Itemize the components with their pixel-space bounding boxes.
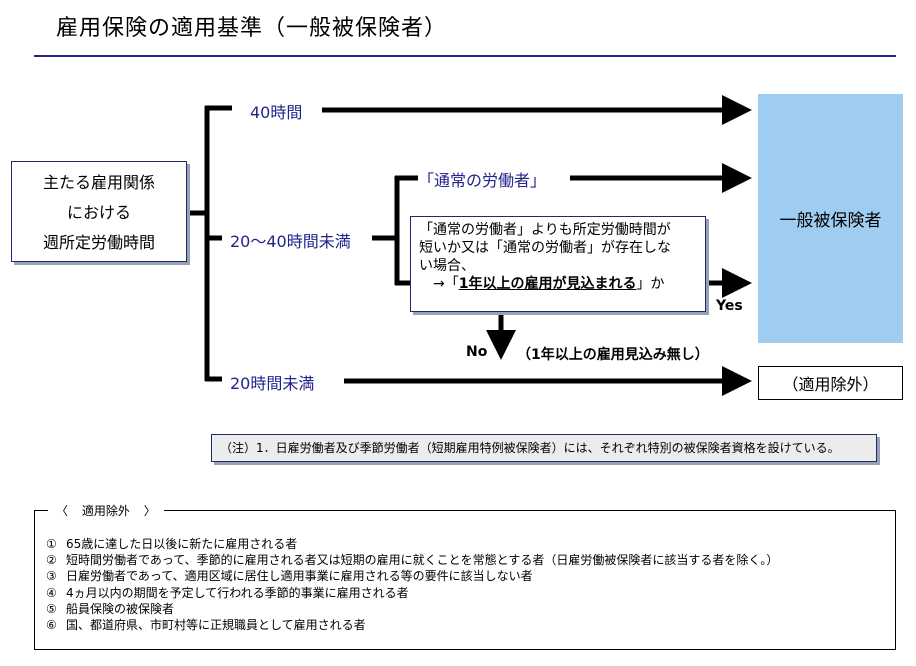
- condition-line2: 短いか又は「通常の労働者」が存在しな: [419, 240, 671, 256]
- main-box-line1: 主たる雇用関係: [42, 173, 155, 192]
- regular-worker-label: 「通常の労働者」: [418, 171, 547, 190]
- note-box: （注）1．日雇労働者及び季節労働者（短期雇用特例被保険者）には、それぞれ特別の被…: [211, 434, 877, 462]
- heading-bracket-right: 〉: [143, 504, 156, 518]
- weekly-hours-box: 主たる雇用関係 における 週所定労働時間: [11, 161, 187, 262]
- general-insured-box: 一般被保険者: [758, 94, 903, 343]
- branch-40-label: 40時間: [250, 103, 303, 122]
- condition-box: 「通常の労働者」よりも所定労働時間が 短いか又は「通常の労働者」が存在しな い場…: [410, 216, 706, 312]
- heading-bracket-left: 〈: [56, 504, 69, 518]
- condition-line4-prefix: →「: [433, 276, 459, 292]
- condition-line3: い場合、: [419, 258, 475, 274]
- main-box-line3: 週所定労働時間: [42, 233, 155, 252]
- branch-20-label: 20時間未満: [230, 374, 315, 393]
- yes-label: Yes: [716, 298, 743, 314]
- condition-line4-suffix: 」か: [636, 276, 665, 292]
- excluded-box: （適用除外）: [758, 366, 903, 400]
- main-box-line2: における: [66, 203, 131, 222]
- page-title: 雇用保険の適用基準（一般被保険者）: [56, 16, 448, 41]
- exclusions-heading-text: 適用除外: [81, 504, 130, 518]
- no-detail-label: （1年以上の雇用見込み無し）: [517, 347, 709, 363]
- no-label: No: [466, 344, 488, 360]
- exclusions-heading: 〈 適用除外 〉: [48, 502, 164, 519]
- condition-emphasis: 1年以上の雇用が見込まれる: [458, 276, 637, 292]
- condition-line4: →「1年以上の雇用が見込まれる」か: [419, 275, 697, 293]
- exclusions-frame: [34, 510, 896, 650]
- condition-line1: 「通常の労働者」よりも所定労働時間が: [419, 222, 671, 238]
- branch-20-40-label: 20～40時間未満: [230, 232, 351, 251]
- title-underline: [34, 55, 896, 57]
